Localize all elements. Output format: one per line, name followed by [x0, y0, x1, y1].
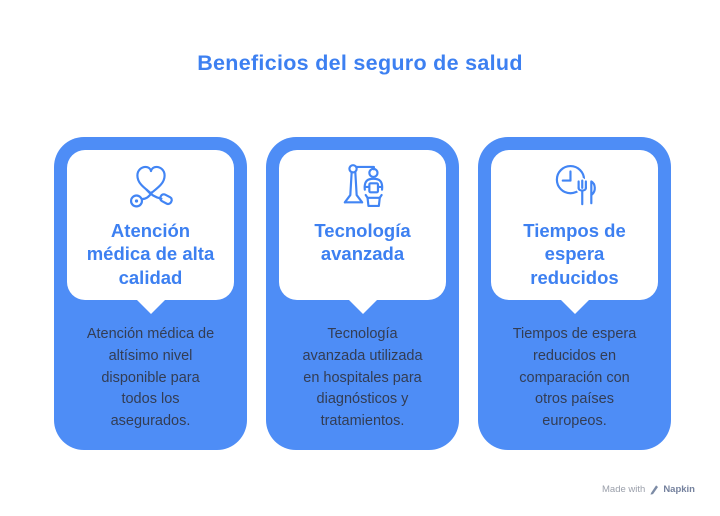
- benefit-card-tiempos-espera: Tiempos de espera reducidos Tiempos de e…: [478, 137, 671, 450]
- cards-row: Atención médica de alta calidad Atención…: [54, 137, 671, 450]
- card-bubble: Tiempos de espera reducidos: [491, 150, 658, 300]
- card-heading: Atención médica de alta calidad: [86, 220, 215, 288]
- card-heading: Tiempos de espera reducidos: [523, 220, 626, 288]
- card-heading: Tecnología avanzada: [314, 220, 411, 265]
- page-title: Beneficios del seguro de salud: [197, 51, 523, 75]
- heart-stethoscope-icon: [122, 155, 180, 217]
- card-body: Atención médica de altísimo nivel dispon…: [86, 326, 215, 429]
- card-bubble: Atención médica de alta calidad: [67, 150, 234, 300]
- pen-icon: [649, 484, 659, 495]
- watermark-prefix: Made with: [602, 484, 646, 495]
- bubble-tail: [347, 299, 378, 314]
- card-body: Tecnología avanzada utilizada en hospita…: [302, 326, 423, 429]
- card-bubble: Tecnología avanzada: [279, 150, 446, 300]
- benefit-card-atencion-medica: Atención médica de alta calidad Atención…: [54, 137, 247, 450]
- benefit-card-tecnologia-avanzada: Tecnología avanzada Tecnología avanzada …: [266, 137, 459, 450]
- xray-machine-icon: [334, 155, 392, 217]
- bubble-tail: [135, 299, 166, 314]
- clock-cutlery-icon: [546, 155, 604, 217]
- card-body: Tiempos de espera reducidos en comparaci…: [512, 326, 637, 429]
- watermark: Made with Napkin: [602, 484, 695, 495]
- bubble-tail: [559, 299, 590, 314]
- watermark-brand: Napkin: [663, 484, 695, 495]
